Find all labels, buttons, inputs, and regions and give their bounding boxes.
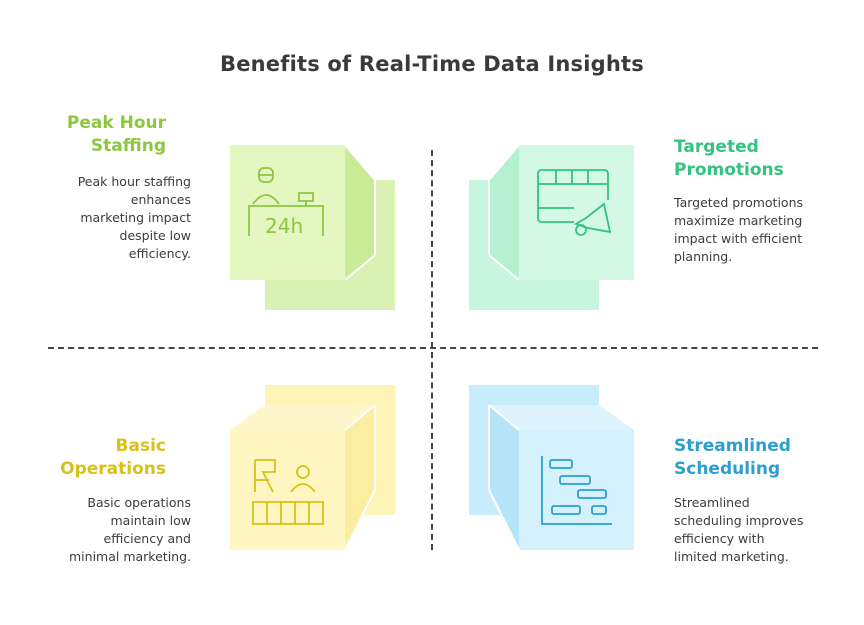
quadrant-title-peak-hour-staffing: Peak Hour Staffing (66, 113, 166, 156)
connector-side (345, 145, 375, 280)
front-face (519, 145, 634, 280)
vertical-axis-divider (431, 150, 433, 550)
quadrant-desc-basic-operations: Basic operations maintain low efficiency… (69, 495, 191, 564)
targeted-promotions-illustration (469, 144, 634, 310)
front-face (230, 430, 345, 550)
connector-top (489, 405, 634, 430)
connector-side (345, 405, 375, 550)
quadrant-title-streamlined-scheduling: Streamlined Scheduling (674, 436, 791, 479)
svg-text:24h: 24h (265, 214, 303, 238)
calendar-megaphone-icon (537, 169, 612, 236)
peak-hour-staffing-illustration: 24h (230, 144, 395, 310)
connector-top (230, 405, 375, 430)
quadrant-desc-peak-hour-staffing: Peak hour staffing enhances marketing im… (77, 174, 191, 261)
streamlined-scheduling-illustration (469, 385, 634, 551)
horizontal-axis-divider (48, 347, 818, 349)
page-title: Benefits of Real-Time Data Insights (220, 52, 644, 76)
quadrant-desc-targeted-promotions: Targeted promotions maximize marketing i… (674, 195, 803, 264)
gantt-chart-icon (541, 456, 612, 525)
quadrant-title-targeted-promotions: Targeted Promotions (674, 137, 784, 180)
reception-24h-icon: 24h (248, 167, 324, 238)
operations-board-icon (252, 459, 324, 525)
basic-operations-illustration (230, 385, 395, 551)
front-face (519, 430, 634, 550)
quadrant-title-basic-operations: Basic Operations (60, 436, 166, 479)
quadrant-desc-streamlined-scheduling: Streamlined scheduling improves efficien… (674, 495, 804, 564)
connector-side (489, 405, 519, 550)
front-face (230, 145, 345, 280)
connector-side (489, 145, 519, 280)
